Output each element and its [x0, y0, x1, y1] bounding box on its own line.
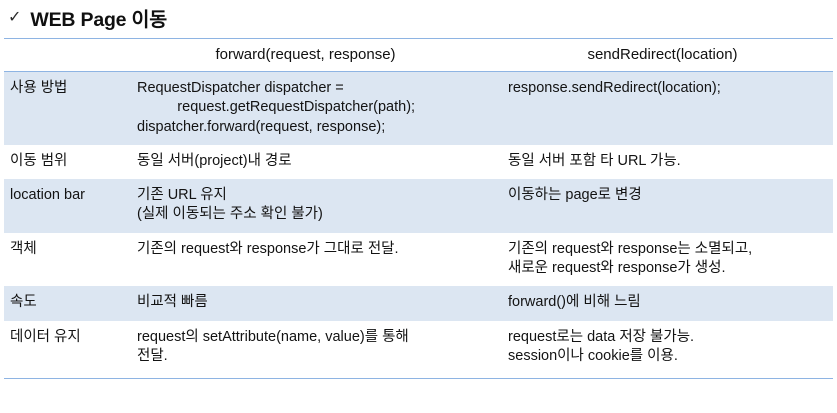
cell-sendredirect-location-bar: 이동하는 page로 변경 — [492, 179, 833, 233]
cell-forward-usage: RequestDispatcher dispatcher = request.g… — [119, 71, 492, 145]
table-row: 이동 범위 동일 서버(project)내 경로 동일 서버 포함 타 URL … — [4, 144, 833, 180]
table-row: 객체 기존의 request와 response가 그대로 전달. 기존의 re… — [4, 232, 833, 287]
cell-text: 기존의 request와 response는 소멸되고, 새로운 request… — [508, 240, 753, 276]
cell-forward-location-bar: 기존 URL 유지 (실제 이동되는 주소 확인 불가) — [119, 179, 492, 233]
column-header-forward: forward(request, response) — [119, 38, 492, 72]
cell-sendredirect-object: 기존의 request와 response는 소멸되고, 새로운 request… — [492, 232, 833, 287]
cell-text: 비교적 빠름 — [137, 294, 208, 311]
table-header: forward(request, response) sendRedirect(… — [4, 38, 833, 72]
table-row: location bar 기존 URL 유지 (실제 이동되는 주소 확인 불가… — [4, 179, 833, 233]
row-label-usage: 사용 방법 — [4, 71, 119, 145]
cell-text: 기존 URL 유지 (실제 이동되는 주소 확인 불가) — [137, 187, 323, 223]
cell-forward-scope: 동일 서버(project)내 경로 — [119, 144, 492, 180]
row-label-object: 객체 — [4, 232, 119, 287]
page-title-text: WEB Page 이동 — [30, 8, 168, 31]
cell-sendredirect-speed: forward()에 비해 느림 — [492, 286, 833, 321]
cell-forward-data-persistence: request의 setAttribute(name, value)를 통해 전… — [119, 320, 492, 380]
column-header-send-redirect: sendRedirect(location) — [492, 38, 833, 72]
page-title: ✓ WEB Page 이동 — [8, 2, 167, 32]
cell-text: request로는 data 저장 불가능. session이나 cookie를… — [508, 328, 695, 364]
table-row: 사용 방법 RequestDispatcher dispatcher = req… — [4, 71, 833, 145]
cell-text: request의 setAttribute(name, value)를 통해 전… — [137, 328, 409, 364]
column-header-label — [4, 38, 119, 72]
row-label-speed: 속도 — [4, 286, 119, 321]
row-label-data-persistence: 데이터 유지 — [4, 320, 119, 380]
cell-forward-object: 기존의 request와 response가 그대로 전달. — [119, 232, 492, 287]
row-label-location-bar: location bar — [4, 179, 119, 233]
cell-sendredirect-usage: response.sendRedirect(location); — [492, 71, 833, 145]
cell-text: RequestDispatcher dispatcher = request.g… — [137, 80, 416, 135]
cell-sendredirect-data-persistence: request로는 data 저장 불가능. session이나 cookie를… — [492, 320, 833, 380]
cell-text: 동일 서버(project)내 경로 — [137, 152, 292, 169]
table-row: 속도 비교적 빠름 forward()에 비해 느림 — [4, 286, 833, 321]
row-label-scope: 이동 범위 — [4, 144, 119, 180]
comparison-table: forward(request, response) sendRedirect(… — [4, 38, 833, 380]
cell-text: 기존의 request와 response가 그대로 전달. — [137, 240, 399, 257]
check-icon: ✓ — [8, 9, 22, 26]
cell-text: 이동하는 page로 변경 — [508, 187, 642, 204]
table-row: 데이터 유지 request의 setAttribute(name, value… — [4, 320, 833, 380]
table-header-row: forward(request, response) sendRedirect(… — [4, 38, 833, 72]
cell-sendredirect-scope: 동일 서버 포함 타 URL 가능. — [492, 144, 833, 180]
cell-text: 동일 서버 포함 타 URL 가능. — [508, 152, 681, 169]
table-body: 사용 방법 RequestDispatcher dispatcher = req… — [4, 71, 833, 380]
cell-forward-speed: 비교적 빠름 — [119, 286, 492, 321]
cell-text: response.sendRedirect(location); — [508, 80, 721, 96]
cell-text: forward()에 비해 느림 — [508, 294, 641, 311]
